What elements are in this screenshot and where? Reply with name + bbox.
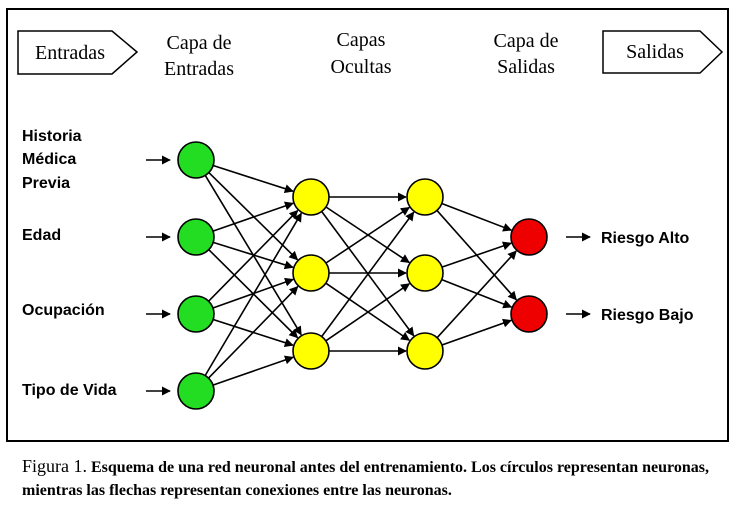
connection-arrow-2-2-1	[441, 318, 512, 346]
inputs-arrow-label: Entradas	[35, 42, 105, 64]
neuron-output-2	[510, 295, 548, 333]
input-label-tipo-de-vida: Tipo de Vida	[22, 382, 117, 399]
diagram-frame	[6, 8, 729, 442]
input-label-historia-line-3: Previa	[22, 175, 70, 192]
neuron-input-2	[177, 218, 215, 256]
input-label-historia-line-1: Historia	[22, 128, 82, 145]
hidden-layers-title-line-1: Capas	[337, 29, 386, 51]
connection-arrow-1-2-0	[321, 211, 415, 338]
output-layer-title-line-1: Capa de	[494, 30, 559, 52]
connection-arrow-2-1-0	[441, 241, 512, 268]
input-label-ocupacion: Ocupación	[22, 302, 105, 319]
hidden-layers-title-line-2: Ocultas	[330, 56, 391, 78]
input-label-historia-line-2: Médica	[22, 151, 76, 168]
connection-arrows	[146, 155, 591, 396]
connection-arrow-0-3-0	[204, 212, 302, 376]
neuron-hidden-2-1	[406, 178, 444, 216]
neuron-hidden-1-2	[292, 254, 330, 292]
connection-arrow-0-1-0	[212, 201, 294, 232]
neuron-input-3	[177, 295, 215, 333]
outputs-arrow-label: Salidas	[626, 41, 684, 63]
neurons	[177, 141, 548, 410]
connection-arrow-0-3-1	[207, 285, 299, 379]
neuron-input-1	[177, 141, 215, 179]
connection-arrow-0-0-1	[208, 172, 299, 261]
connection-arrow-0-0-0	[212, 164, 294, 193]
connection-arrow-2-1-1	[441, 278, 513, 309]
connection-arrow-0-3-2	[212, 355, 294, 386]
figure-caption: Figura 1. Esquema de una red neuronal an…	[22, 455, 722, 502]
output-label-riesgo-bajo: Riesgo Bajo	[601, 307, 694, 324]
neuron-hidden-1-3	[292, 332, 330, 370]
outputs-arrow-shape: Salidas	[602, 30, 724, 74]
output-label-riesgo-alto: Riesgo Alto	[601, 230, 690, 247]
input-layer-title-line-1: Capa de	[167, 32, 232, 54]
output-layer-title-line-2: Salidas	[497, 56, 555, 78]
connection-arrow-0-2-0	[208, 209, 299, 302]
connection-arrow-2-2-0	[436, 250, 517, 339]
figure-label: Figura 1.	[22, 456, 87, 476]
neuron-hidden-2-3	[406, 332, 444, 370]
connection-arrow-1-1-0	[325, 206, 410, 264]
neuron-hidden-1-1	[292, 178, 330, 216]
figure-caption-text: Esquema de una red neuronal antes del en…	[22, 459, 709, 499]
neuron-output-1	[510, 218, 548, 256]
inputs-arrow-shape: Entradas	[17, 30, 139, 75]
neuron-input-4	[177, 372, 215, 410]
connection-arrow-1-2-1	[325, 283, 411, 342]
input-layer-title-line-2: Entradas	[164, 58, 234, 80]
neuron-hidden-2-2	[406, 254, 444, 292]
connection-arrow-2-0-0	[441, 202, 513, 232]
input-label-edad: Edad	[22, 227, 61, 244]
